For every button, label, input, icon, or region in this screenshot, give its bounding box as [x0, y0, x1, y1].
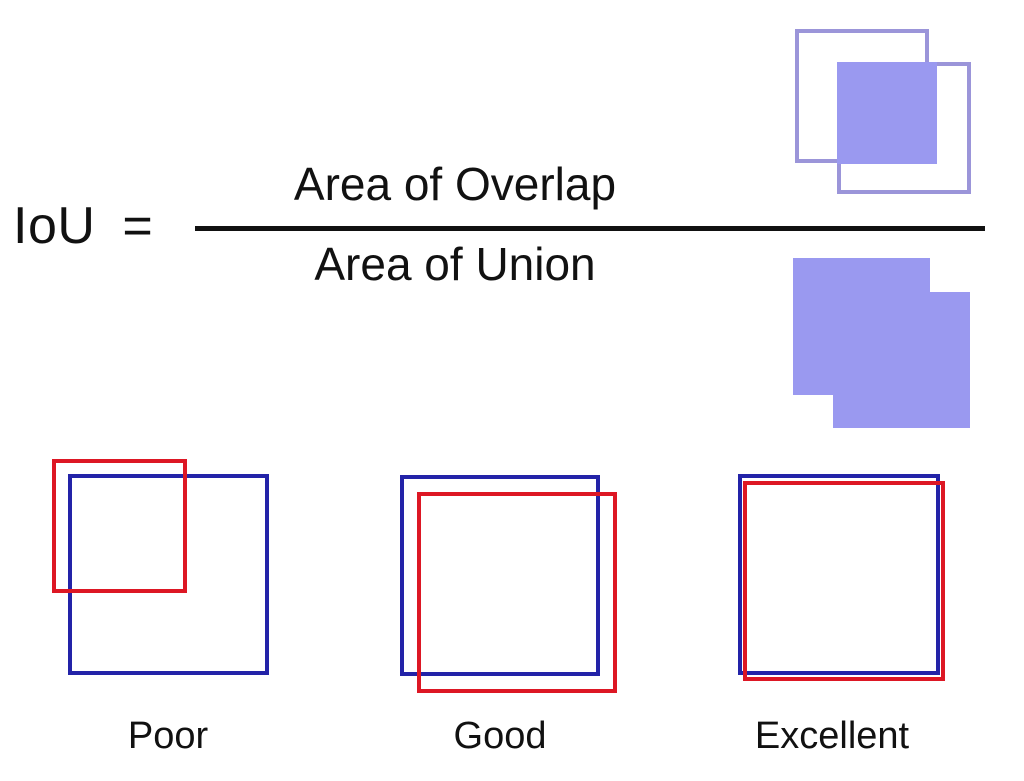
- union-illustration-box-b-fill: [833, 292, 970, 428]
- fraction-bar: [195, 226, 985, 231]
- equals-sign: =: [122, 197, 154, 255]
- good-example-label: Good: [453, 715, 547, 757]
- fraction-numerator: Area of Overlap: [293, 158, 617, 210]
- good-example-ground-truth-box: [400, 475, 600, 676]
- excellent-example-ground-truth-box: [738, 474, 940, 675]
- formula-left-side: IoU =: [13, 200, 153, 252]
- poor-example-label: Poor: [127, 715, 209, 757]
- poor-example-predicted-box: [52, 459, 187, 593]
- fraction-denominator: Area of Union: [314, 238, 596, 290]
- good-example-predicted-box: [417, 492, 617, 693]
- iou-symbol: IoU: [13, 197, 96, 255]
- poor-example-ground-truth-box: [68, 474, 269, 675]
- excellent-example-predicted-box: [743, 481, 945, 681]
- excellent-example-label: Excellent: [754, 715, 910, 757]
- overlap-intersection-fill: [837, 62, 937, 164]
